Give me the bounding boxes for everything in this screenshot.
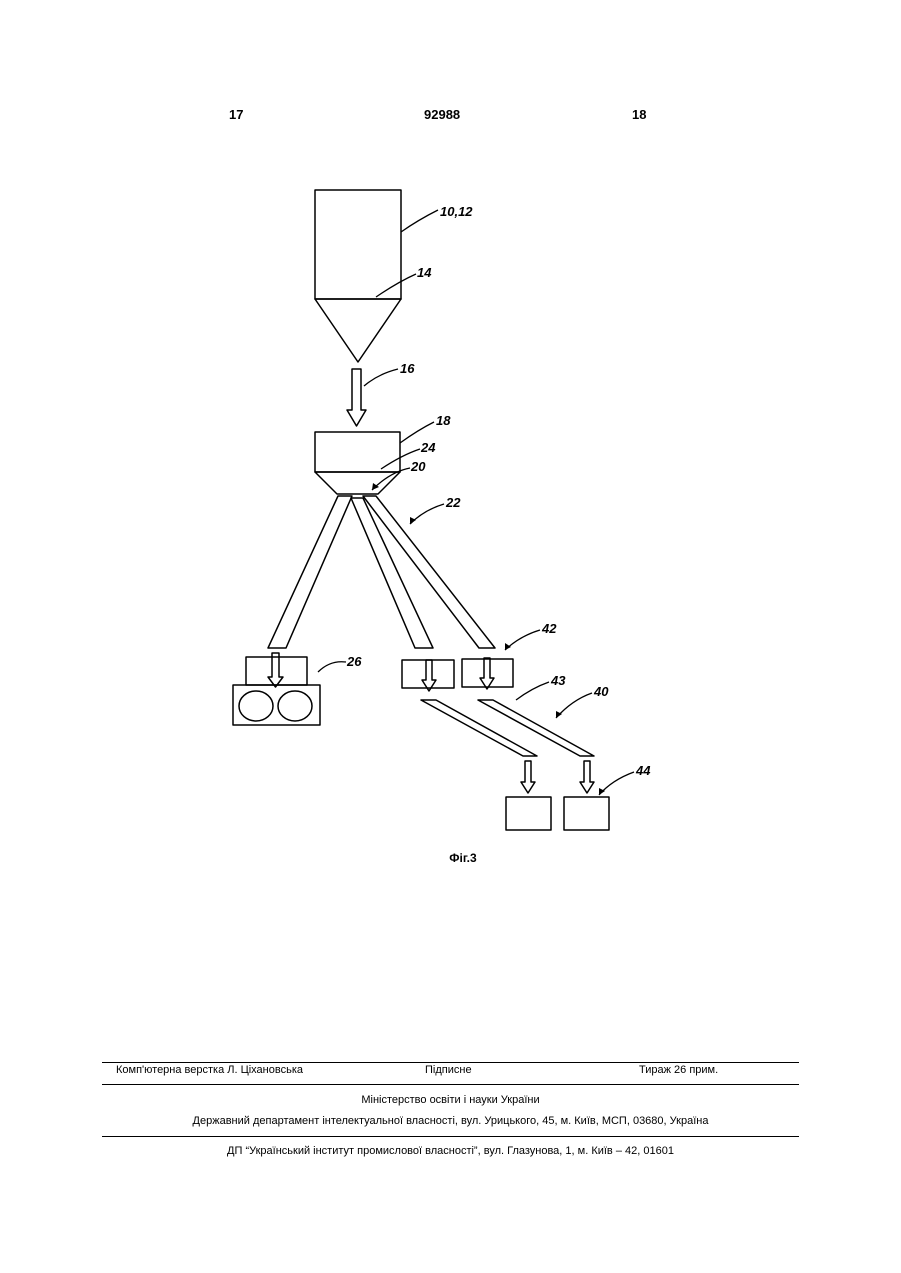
leader-10-12 xyxy=(401,210,438,232)
figure-caption: Фіг.3 xyxy=(449,851,477,865)
feed-arrow-16 xyxy=(347,369,366,426)
unit-18-body xyxy=(315,432,400,472)
unit-18-hopper xyxy=(315,472,400,494)
footer-ministry: Міністерство освіти і науки України xyxy=(102,1094,799,1106)
label-20: 20 xyxy=(410,459,426,474)
silo-cone xyxy=(315,299,401,362)
leader-22-arrowhead xyxy=(410,517,416,524)
leader-42-arrowhead xyxy=(505,643,511,650)
leader-14 xyxy=(376,274,416,297)
box-44-right xyxy=(564,797,609,830)
footer-circulation: Тираж 26 прим. xyxy=(639,1064,718,1076)
footer-institute: ДП “Український інститут промислової вла… xyxy=(102,1145,799,1157)
box-42-right xyxy=(462,659,513,687)
arrow-down-44a xyxy=(521,761,535,793)
arrow-down-42b xyxy=(480,658,494,689)
footer-signed: Підписне xyxy=(425,1064,472,1076)
footer-rule-bottom xyxy=(102,1136,799,1137)
label-43: 43 xyxy=(550,673,566,688)
label-22: 22 xyxy=(445,495,461,510)
box-42-left xyxy=(402,660,454,688)
unit-18 xyxy=(315,432,400,494)
unit-26-roller-right xyxy=(278,691,312,721)
unit-26-roller-left xyxy=(239,691,273,721)
footer-rule-middle xyxy=(102,1084,799,1085)
silo-body xyxy=(315,190,401,299)
label-10-12: 10,12 xyxy=(440,204,473,219)
footer-department: Державний департамент інтелектуальної вл… xyxy=(102,1115,799,1127)
label-14: 14 xyxy=(417,265,432,280)
label-18: 18 xyxy=(436,413,451,428)
footer-rule-top xyxy=(102,1062,799,1063)
arrow-down-26 xyxy=(268,653,283,687)
footer-typesetter: Комп'ютерна верстка Л. Ціхановська xyxy=(116,1064,303,1076)
label-16: 16 xyxy=(400,361,415,376)
leader-26 xyxy=(318,662,346,672)
unit-26 xyxy=(233,657,320,725)
label-40: 40 xyxy=(593,684,609,699)
label-42: 42 xyxy=(541,621,557,636)
arrow-down-44b xyxy=(580,761,594,793)
arrow-down-42a xyxy=(422,660,436,691)
leader-43 xyxy=(516,682,549,700)
leader-44 xyxy=(599,772,634,795)
silo-10-12 xyxy=(315,190,401,362)
chute-middle xyxy=(351,498,433,648)
leader-22 xyxy=(410,504,444,524)
label-44: 44 xyxy=(635,763,651,778)
chute-left xyxy=(268,496,352,648)
process-diagram: 10,12 14 16 18 24 20 22 42 26 43 40 44 Ф… xyxy=(0,0,901,900)
box-44-left xyxy=(506,797,551,830)
label-26: 26 xyxy=(346,654,362,669)
unit-26-top xyxy=(246,657,307,685)
label-24: 24 xyxy=(420,440,436,455)
chute-40 xyxy=(478,700,594,756)
leader-16 xyxy=(364,369,398,386)
chute-43 xyxy=(421,700,537,756)
